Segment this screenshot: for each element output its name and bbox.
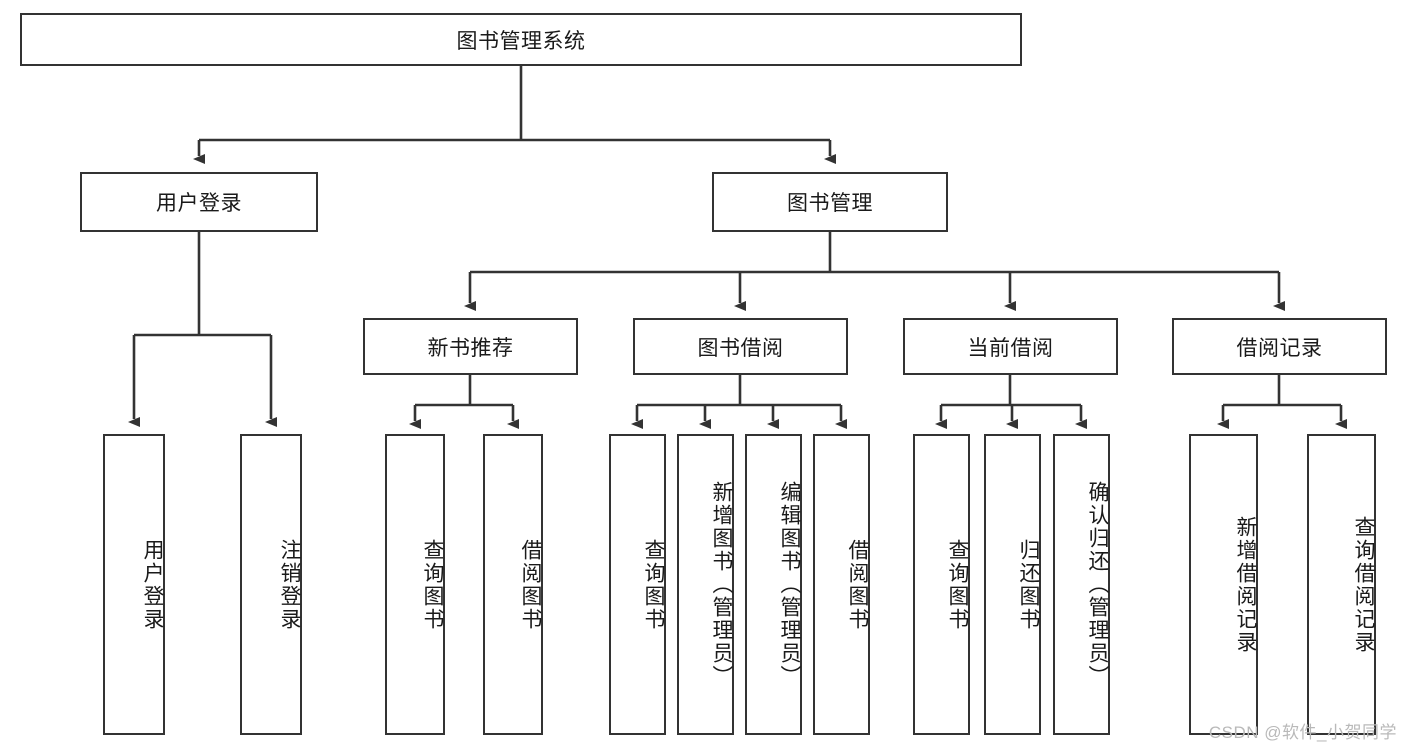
- node-book-borrow[interactable]: 图书借阅: [633, 318, 848, 375]
- node-leaf-add-book[interactable]: 新增图书（管理员）: [677, 434, 734, 735]
- node-label-leaf-return-book: 归还图书: [1017, 538, 1040, 631]
- node-label-book-manage: 图书管理: [787, 192, 873, 215]
- node-current-borrow[interactable]: 当前借阅: [903, 318, 1118, 375]
- node-label-book-borrow: 图书借阅: [697, 336, 784, 360]
- node-leaf-confirm-return[interactable]: 确认归还（管理员）: [1053, 434, 1110, 735]
- node-label-new-book-rec: 新书推荐: [427, 336, 514, 360]
- node-new-book-rec[interactable]: 新书推荐: [363, 318, 578, 375]
- node-label-leaf-query-record: 查询借阅记录: [1352, 515, 1375, 654]
- node-borrow-record[interactable]: 借阅记录: [1172, 318, 1387, 375]
- node-label-leaf-confirm-return: 确认归还（管理员）: [1086, 481, 1109, 688]
- node-leaf-edit-book[interactable]: 编辑图书（管理员）: [745, 434, 802, 735]
- node-leaf-query-record[interactable]: 查询借阅记录: [1307, 434, 1376, 735]
- node-label-leaf-edit-book: 编辑图书（管理员）: [778, 481, 801, 688]
- node-label-leaf-query-book-current: 查询图书: [946, 538, 969, 631]
- node-label-leaf-borrow-book: 借阅图书: [846, 538, 869, 631]
- node-label-root: 图书管理系统: [456, 29, 586, 53]
- node-label-leaf-add-book: 新增图书（管理员）: [710, 481, 733, 688]
- node-label-borrow-record: 借阅记录: [1236, 336, 1323, 360]
- node-label-leaf-borrow-book-rec: 借阅图书: [519, 538, 542, 631]
- node-leaf-user-login[interactable]: 用户登录: [103, 434, 165, 735]
- node-leaf-query-book-borrow[interactable]: 查询图书: [609, 434, 666, 735]
- node-label-leaf-query-book-borrow: 查询图书: [642, 538, 665, 631]
- node-leaf-query-book-current[interactable]: 查询图书: [913, 434, 970, 735]
- watermark: CSDN @软件_小贺同学: [1208, 723, 1397, 742]
- node-leaf-borrow-book[interactable]: 借阅图书: [813, 434, 870, 735]
- node-label-leaf-add-record: 新增借阅记录: [1234, 515, 1257, 654]
- node-label-leaf-query-book-rec: 查询图书: [421, 538, 444, 631]
- node-label-leaf-user-login: 用户登录: [141, 538, 164, 631]
- node-leaf-logout[interactable]: 注销登录: [240, 434, 302, 735]
- node-label-current-borrow: 当前借阅: [967, 336, 1054, 360]
- node-leaf-add-record[interactable]: 新增借阅记录: [1189, 434, 1258, 735]
- node-leaf-borrow-book-rec[interactable]: 借阅图书: [483, 434, 543, 735]
- node-label-leaf-logout: 注销登录: [278, 538, 301, 631]
- node-leaf-query-book-rec[interactable]: 查询图书: [385, 434, 445, 735]
- node-label-user-login: 用户登录: [156, 192, 242, 215]
- node-leaf-return-book[interactable]: 归还图书: [984, 434, 1041, 735]
- node-user-login[interactable]: 用户登录: [80, 172, 318, 232]
- node-book-manage[interactable]: 图书管理: [712, 172, 948, 232]
- node-root[interactable]: 图书管理系统: [20, 13, 1022, 66]
